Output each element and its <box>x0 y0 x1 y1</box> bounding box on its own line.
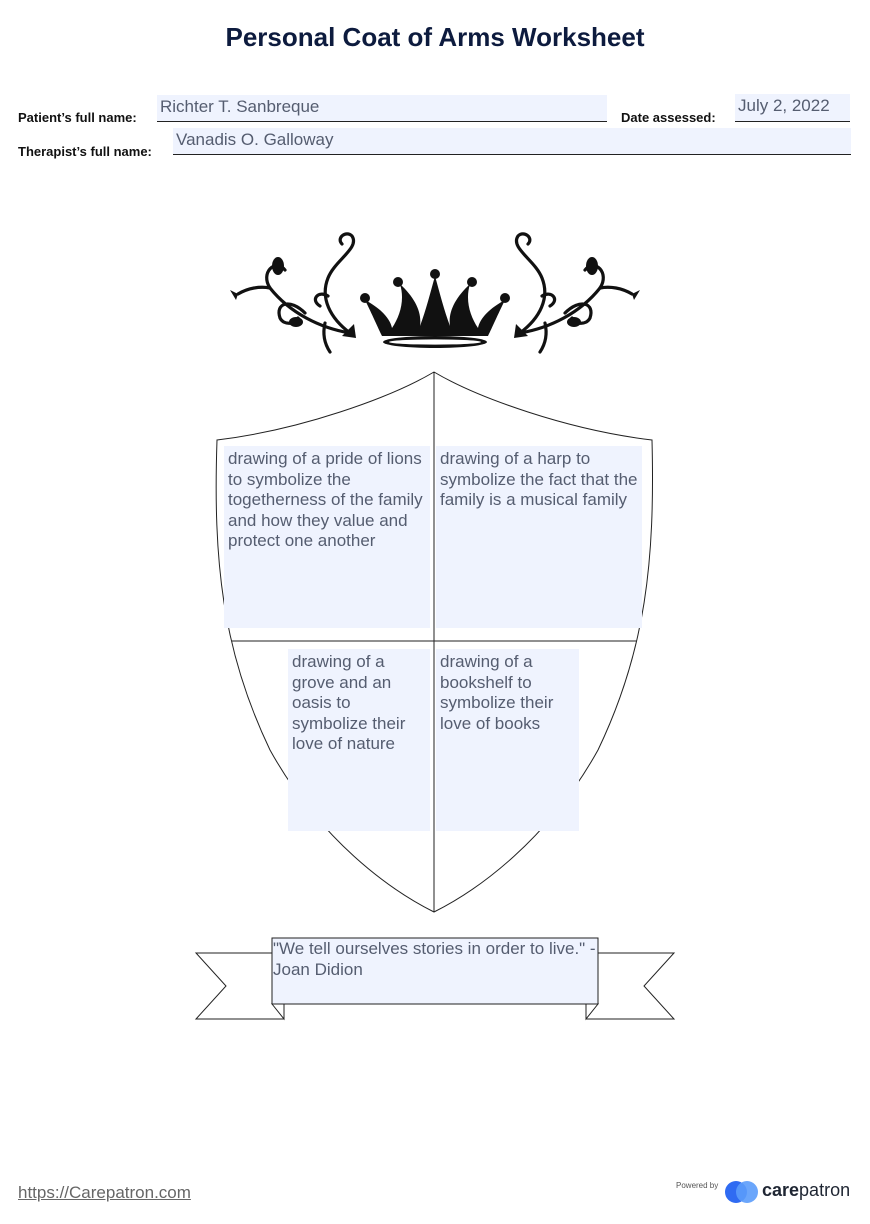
therapist-name-label: Therapist’s full name: <box>18 144 152 159</box>
patient-name-label: Patient’s full name: <box>18 110 137 125</box>
shield-quadrant-top-left[interactable]: drawing of a pride of lions to symbolize… <box>224 446 430 628</box>
carepatron-logo-icon <box>725 1181 758 1203</box>
page-title: Personal Coat of Arms Worksheet <box>225 22 645 52</box>
shield-quadrant-top-right[interactable]: drawing of a harp to symbolize the fact … <box>436 446 642 628</box>
therapist-name-field[interactable]: Vanadis O. Galloway <box>173 128 851 155</box>
footer-url-link[interactable]: https://Carepatron.com <box>18 1183 191 1202</box>
shield-quadrant-bottom-right[interactable]: drawing of a bookshelf to symbolize thei… <box>436 649 579 831</box>
date-assessed-field[interactable]: July 2, 2022 <box>735 94 850 122</box>
motto-text[interactable]: "We tell ourselves stories in order to l… <box>273 939 596 979</box>
date-assessed-label: Date assessed: <box>621 110 716 125</box>
carepatron-brand: carepatron <box>762 1180 850 1201</box>
brand-part-patron: patron <box>799 1180 851 1200</box>
powered-by-label: Powered by <box>676 1181 719 1190</box>
shield-quadrant-bottom-left[interactable]: drawing of a grove and an oasis to symbo… <box>288 649 430 831</box>
patient-name-field[interactable]: Richter T. Sanbreque <box>157 95 607 122</box>
brand-part-care: care <box>762 1180 800 1200</box>
crown-flourish-icon <box>230 232 640 354</box>
